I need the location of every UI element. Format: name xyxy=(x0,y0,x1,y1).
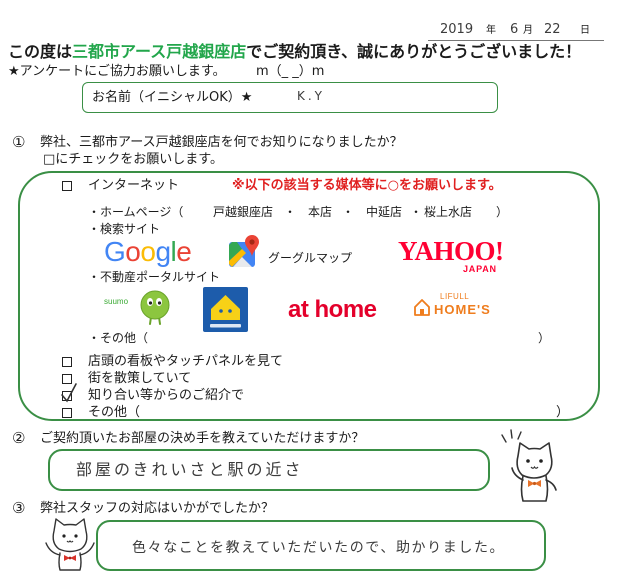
option-label-walking: 街を散策していて xyxy=(88,371,192,386)
date-year-unit: 年 xyxy=(486,25,496,36)
athome-logo-text[interactable]: at home xyxy=(288,296,377,323)
google-maps-label: グーグルマップ xyxy=(268,251,353,265)
option-checkbox-other[interactable] xyxy=(62,408,72,418)
homepage-option-nakanobu[interactable]: 中延店 xyxy=(366,205,403,219)
survey-request: ★アンケートにご協力お願いします。 xyxy=(8,64,226,79)
name-field-label: お名前（イニシャルOK）★ xyxy=(92,90,253,105)
homepage-option-honten[interactable]: 本店 xyxy=(308,205,333,219)
date-month-unit: 月 xyxy=(523,25,533,36)
check-mark-icon xyxy=(61,383,77,403)
bow-emoticon: m（_ _）m xyxy=(256,64,325,79)
google-logo-letter: G xyxy=(104,236,126,267)
google-logo-letter: e xyxy=(176,236,192,267)
option-checkbox-referral[interactable] xyxy=(61,383,77,403)
q2-answer-text: 部屋のきれいさと駅の近さ xyxy=(76,460,304,479)
store-name: 三都市アース戸越銀座店 xyxy=(72,42,247,61)
date-day[interactable]: 22 xyxy=(544,22,561,37)
cat-mascot-icon xyxy=(501,429,557,502)
q2-question: ご契約頂いたお部屋の決め手を教えていただけますか？ xyxy=(40,431,365,446)
lifull-house-icon[interactable] xyxy=(412,297,432,317)
media-note: ※以下の該当する媒体等に○をお願いします。 xyxy=(232,178,502,193)
google-logo-letter: g xyxy=(155,236,171,267)
internet-other-label: ・その他（ xyxy=(88,331,149,345)
q3-question: 弊社スタッフの対応はいかがでしたか？ xyxy=(40,501,275,516)
name-field-value: K.Y xyxy=(297,89,326,103)
option-label-referral: 知り合い等からのご紹介で xyxy=(88,388,245,403)
homepage-option-sakurajosui[interactable]: 桜上水店 xyxy=(424,205,473,219)
homepage-option-togoshiginza[interactable]: 戸越銀座店 xyxy=(213,205,274,219)
google-logo-letter: l xyxy=(170,236,177,267)
portal-sites-label: ・不動産ポータルサイト xyxy=(88,270,221,284)
q3-answer-text: 色々なことを教えていただいたので、助かりました。 xyxy=(132,540,506,556)
google-logo-text[interactable]: Google xyxy=(104,235,192,269)
page-title: この度は三都市アース戸越銀座店でご契約頂き、誠にありがとうございました！ xyxy=(8,42,581,61)
option-checkbox-walking[interactable] xyxy=(62,374,72,384)
q2-number: ② xyxy=(12,429,26,447)
suumo-mascot-icon[interactable] xyxy=(136,288,174,326)
q3-answer-box[interactable] xyxy=(96,520,546,571)
yahoo-logo-text[interactable]: YAHOO! xyxy=(398,236,504,266)
internet-label: インターネット xyxy=(88,178,180,193)
option-label-storefront: 店頭の看板やタッチパネルを見て xyxy=(88,354,284,369)
q1-instruction: □にチェックをお願いします。 xyxy=(43,152,223,167)
iiheya-logo-icon[interactable] xyxy=(203,287,248,332)
option-label-other: その他（ xyxy=(88,405,141,420)
cat-mascot-icon xyxy=(45,518,95,571)
date-year[interactable]: 2019 xyxy=(440,22,474,37)
title-prefix: この度は xyxy=(8,42,73,61)
date-day-unit: 日 xyxy=(580,25,590,36)
homepage-separator: ・ xyxy=(342,205,355,219)
suumo-logo-text[interactable]: suumo xyxy=(104,297,129,306)
q1-question: 弊社、三都市アース戸越銀座店を何でお知りになりましたか？ xyxy=(40,135,403,150)
homepage-separator: ・ xyxy=(284,205,297,219)
search-sites-label: ・検索サイト xyxy=(88,222,161,236)
option-other-close-paren: ） xyxy=(556,405,570,420)
date-underline xyxy=(428,20,604,41)
q1-number: ① xyxy=(12,133,26,151)
q2-answer-box[interactable] xyxy=(48,449,490,491)
option-checkbox-storefront[interactable] xyxy=(62,357,72,367)
q3-number: ③ xyxy=(12,499,26,517)
lifull-homes-logo-text[interactable]: HOME'S xyxy=(434,302,491,317)
title-suffix: でご契約頂き、誠にありがとうございました！ xyxy=(246,42,582,61)
google-logo-letter: o xyxy=(140,236,156,267)
lifull-logo-text: LIFULL xyxy=(440,292,470,301)
q1-options-panel xyxy=(18,171,600,421)
name-field[interactable] xyxy=(82,82,498,113)
homepage-label: ・ホームページ（ xyxy=(88,205,184,219)
date-month[interactable]: 6 xyxy=(510,22,519,37)
homepage-close-paren: ） xyxy=(496,205,509,219)
internet-other-close-paren: ） xyxy=(538,331,551,345)
google-logo-letter: o xyxy=(125,236,141,267)
yahoo-logo-subtext: JAPAN xyxy=(463,264,497,274)
google-maps-icon[interactable] xyxy=(226,233,262,269)
homepage-separator: ・ xyxy=(410,205,423,219)
internet-checkbox[interactable] xyxy=(62,181,72,191)
